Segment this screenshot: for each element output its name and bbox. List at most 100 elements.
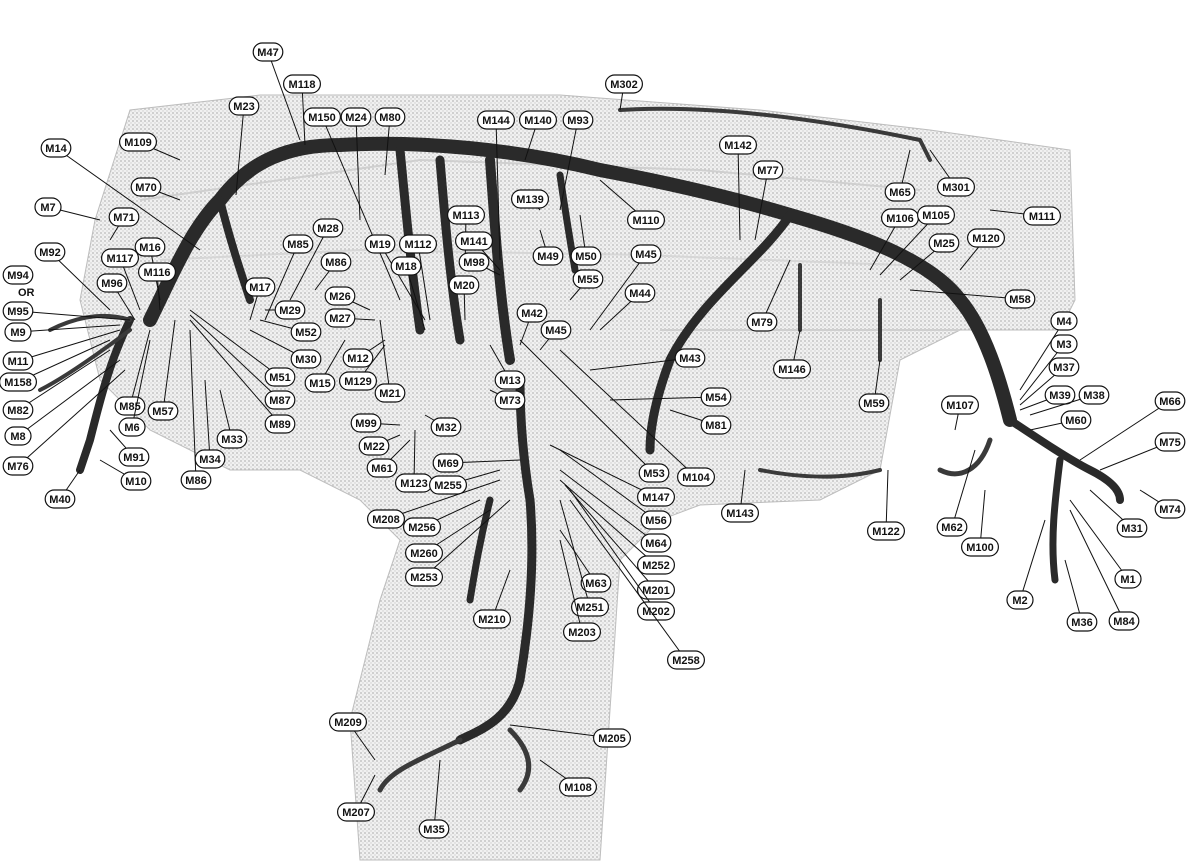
connector-label: M77 xyxy=(757,165,778,177)
connector-callout-m255: M255 xyxy=(429,469,501,495)
connector-tag xyxy=(572,269,604,289)
leader-line xyxy=(1069,509,1125,622)
connector-tag xyxy=(720,503,759,523)
leader-line xyxy=(204,379,211,460)
leader-line xyxy=(129,329,151,407)
leader-line xyxy=(559,349,697,478)
connector-tag xyxy=(216,429,248,449)
connector-label: M1 xyxy=(1120,574,1135,586)
connector-label: M55 xyxy=(577,274,598,286)
connector-callout-m39: M39 xyxy=(1019,385,1076,411)
connector-label: M45 xyxy=(635,249,656,261)
connector-label: M143 xyxy=(726,508,754,520)
connector-tag xyxy=(636,555,675,575)
connector-callout-m122: M122 xyxy=(866,469,905,541)
leader-line xyxy=(1079,400,1171,461)
connector-label: M17 xyxy=(249,282,270,294)
connector-callout-m11: M11 xyxy=(2,329,121,371)
leader-line xyxy=(1064,559,1083,623)
connector-callout-m251: M251 xyxy=(559,499,609,617)
connector-callout-m150: M150 xyxy=(303,107,401,301)
connector-label: M9 xyxy=(10,327,25,339)
connector-callout-m302: M302 xyxy=(604,74,643,111)
connector-label: M35 xyxy=(423,824,444,836)
connector-label: M93 xyxy=(567,115,588,127)
connector-callout-m256: M256 xyxy=(403,499,481,537)
connector-label: M11 xyxy=(8,356,29,368)
connector-label: M86 xyxy=(185,475,206,487)
connector-label: M28 xyxy=(317,223,338,235)
connector-callout-m37: M37 xyxy=(1019,357,1080,406)
connector-tag xyxy=(403,517,442,537)
connector-tag xyxy=(511,189,550,209)
connector-label: M111 xyxy=(1029,211,1055,223)
connector-callout-m104: M104 xyxy=(559,349,715,487)
connector-callout-m26: M26 xyxy=(324,286,371,311)
connector-tag xyxy=(34,197,62,217)
connector-label: M251 xyxy=(576,602,604,614)
leader-line xyxy=(189,329,197,481)
connector-tag xyxy=(290,322,322,342)
connector-tag xyxy=(477,110,516,130)
connector-label: M258 xyxy=(672,655,700,667)
connector-label: M84 xyxy=(1113,616,1135,628)
connector-tag xyxy=(290,349,322,369)
connector-tag xyxy=(34,242,66,262)
connector-tag xyxy=(1066,612,1098,632)
connector-tag xyxy=(244,277,276,297)
leader-line xyxy=(559,469,657,544)
connector-tag xyxy=(936,177,975,197)
connector-callout-m53: M53 xyxy=(519,339,670,483)
connector-label: M201 xyxy=(642,585,670,597)
connector-tag xyxy=(700,387,732,407)
leader-line xyxy=(384,116,391,176)
connector-tag xyxy=(960,537,999,557)
connector-callout-m7: M7 xyxy=(34,197,101,221)
connector-callout-m205: M205 xyxy=(509,724,631,748)
connector-tag xyxy=(562,622,601,642)
leader-line xyxy=(321,116,401,301)
connector-label: M142 xyxy=(724,140,752,152)
connector-label: M105 xyxy=(922,210,950,222)
connector-tag xyxy=(147,401,179,421)
connector-label: M208 xyxy=(372,514,400,526)
connector-callout-m139: M139 xyxy=(511,189,550,211)
connector-callout-m106: M106 xyxy=(869,208,919,271)
connector-callout-m62: M62 xyxy=(936,449,976,537)
leader-line xyxy=(1069,499,1129,580)
connector-label: M27 xyxy=(329,313,350,325)
connector-label: M54 xyxy=(705,392,727,404)
connector-label: M71 xyxy=(113,212,134,224)
connector-label: M94 xyxy=(7,270,29,282)
connector-label: M14 xyxy=(45,143,67,155)
connector-callout-m8: M8 xyxy=(4,359,121,446)
connector-label: M12 xyxy=(347,353,368,365)
connector-tag xyxy=(746,312,778,332)
connector-label: M87 xyxy=(269,395,290,407)
connector-tag xyxy=(636,580,675,600)
connector-callout-m112: M112 xyxy=(399,234,438,321)
leader-line xyxy=(559,499,591,608)
connector-tag xyxy=(2,265,34,285)
connector-callout-m80: M80 xyxy=(374,107,406,176)
connector-label: M18 xyxy=(395,261,416,273)
connector-tag xyxy=(264,390,296,410)
leader-line xyxy=(885,469,889,532)
connector-label: M116 xyxy=(144,267,171,279)
or-note: OR xyxy=(18,287,35,299)
leader-line xyxy=(519,339,655,474)
connector-tag xyxy=(1154,432,1186,452)
leader-line xyxy=(1019,343,1065,401)
connector-label: M4 xyxy=(1056,316,1072,328)
connector-tag xyxy=(96,273,128,293)
leader-line xyxy=(564,484,657,591)
leader-line xyxy=(879,214,937,276)
connector-callout-m86: M86 xyxy=(180,329,212,490)
connector-tag xyxy=(4,322,32,342)
connector-callout-m129: M129 xyxy=(339,344,386,391)
connector-tag xyxy=(916,205,955,225)
connector-callout-m71: M71 xyxy=(108,207,140,241)
connector-callout-m253: M253 xyxy=(405,499,511,587)
connector-label: M66 xyxy=(1159,396,1180,408)
